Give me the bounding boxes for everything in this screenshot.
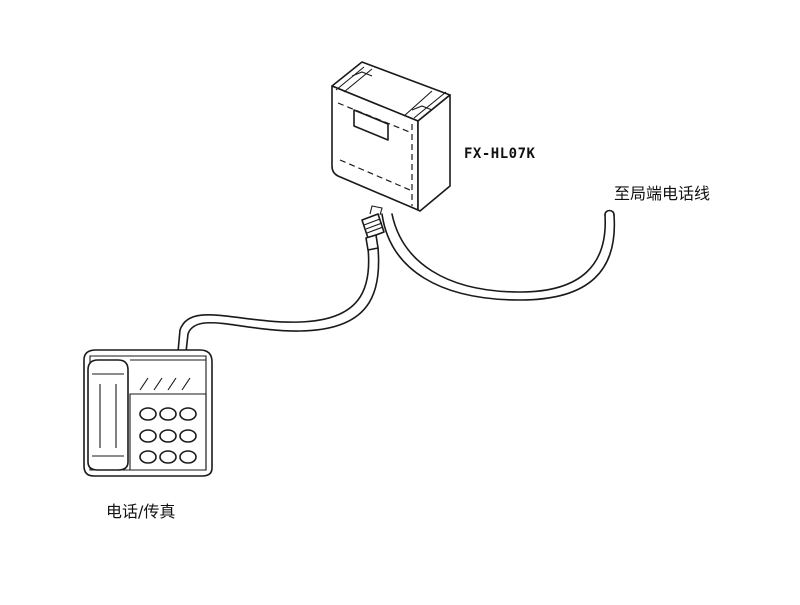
device-box — [331, 61, 451, 212]
phone-fax — [83, 349, 213, 477]
keypad — [139, 407, 197, 464]
device-model-label: FX-HL07K — [464, 146, 536, 162]
phone-label: 电话/传真 — [106, 502, 176, 521]
line-label: 至局端电话线 — [614, 184, 711, 203]
line-cable — [381, 209, 616, 301]
phone-cable — [177, 247, 380, 353]
rj11-plug — [361, 205, 385, 251]
